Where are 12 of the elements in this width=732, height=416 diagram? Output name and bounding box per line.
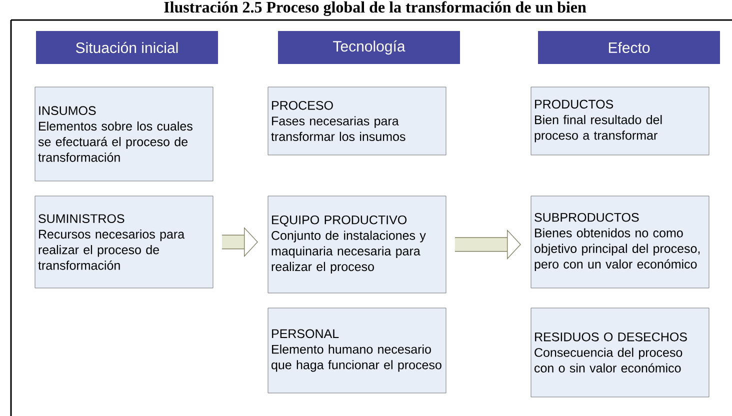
column-header: Efecto <box>538 31 720 64</box>
text-box: PROCESO Fases necesarias para transformar los insumos <box>268 86 446 156</box>
text-box: PERSONAL Elemento humano necesario que haga funcionar el proceso <box>268 308 446 394</box>
column-header: Tecnología <box>278 31 460 64</box>
text-box: SUBPRODUCTOS Bienes obtenidos no como objetivo principal del proceso, pero con un valor económico <box>530 196 710 288</box>
text-box: INSUMOS Elementos sobre los cuales se efectuará el proceso de transformación <box>34 86 214 182</box>
text-box: EQUIPO PRODUCTIVO Conjunto de instalaciones y maquinaria necesaria para realizar el proceso <box>268 196 446 294</box>
text-box: SUMINISTROS Recursos necesarios para realizar el proceso de transformación <box>34 196 214 288</box>
title: Ilustración 2.5 Proceso global de la transformación de un bien <box>164 1 586 16</box>
text-box: PRODUCTOS Bien final resultado del proceso a transformar <box>530 86 710 156</box>
column-header: Situación inicial <box>36 31 218 64</box>
text-box: RESIDUOS O DESECHOS Consecuencia del proceso con o sin valor económico <box>530 308 710 398</box>
